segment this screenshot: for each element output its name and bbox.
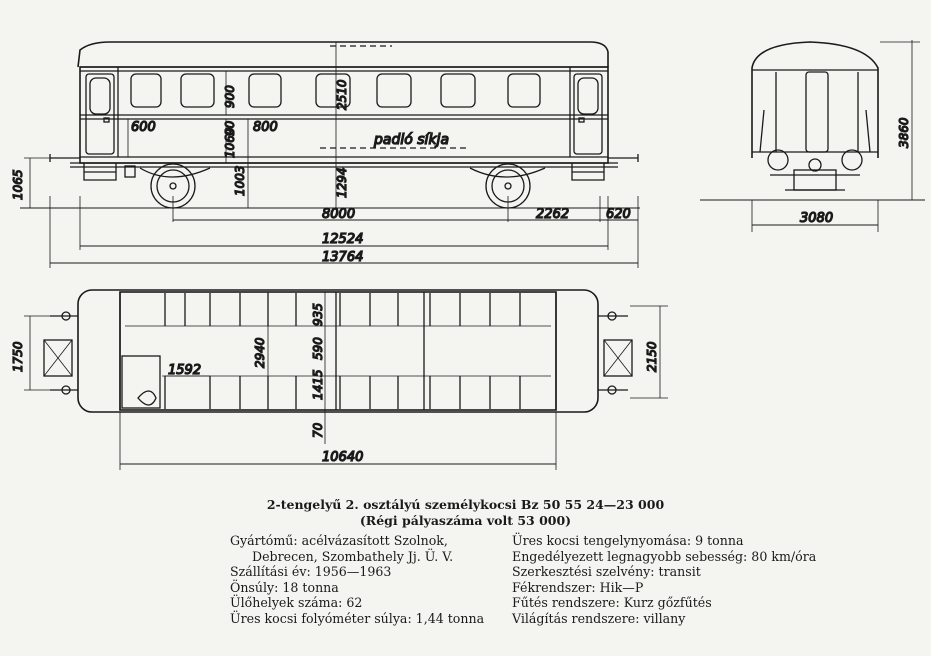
spec-row: Fékrendszer: Hik—P	[512, 579, 644, 595]
dim-window-height: 900	[223, 85, 237, 108]
side-view	[20, 41, 640, 268]
dim-floor-height: 1003	[233, 165, 247, 196]
dim-belt-height: 90	[223, 120, 237, 136]
dim-interior-width: 2940	[253, 337, 267, 368]
side-windows	[130, 73, 541, 108]
spec-row: Debrecen, Szombathely Jj. Ü. V.	[252, 548, 454, 564]
dim-wall-gap: 70	[311, 422, 325, 438]
dim-door-width: 600	[131, 120, 156, 135]
spec-row: Ülőhelyek száma: 62	[230, 595, 363, 611]
dim-body-length: 12524	[322, 232, 363, 247]
dim-end-width: 3080	[800, 211, 833, 226]
dim-floor-to-roof: 2510	[335, 79, 349, 110]
plan-view	[24, 289, 668, 470]
technical-drawing: 600 800 900 90 1060 1003 2510 1294 1065 …	[10, 40, 925, 470]
spec-row: Szállítási év: 1956—1963	[230, 564, 392, 580]
dim-buffer-length: 620	[606, 207, 631, 222]
dim-floor-to-window: 1060	[223, 127, 237, 158]
end-view	[700, 40, 925, 232]
dim-seat-pitch: 1592	[168, 363, 201, 378]
spec-row: Üres kocsi tengelynyomása: 9 tonna	[512, 533, 744, 548]
spec-row: Engedélyezett legnagyobb sebesség: 80 km…	[512, 548, 817, 564]
drawing-caption: 2-tengelyű 2. osztályú személykocsi Bz 5…	[0, 497, 931, 529]
dim-end-height: 3860	[897, 117, 911, 148]
dim-interior-length: 10640	[322, 450, 363, 465]
caption-title: 2-tengelyű 2. osztályú személykocsi Bz 5…	[266, 497, 665, 512]
side-wheelset-right	[469, 163, 546, 209]
specs-left-list: Gyártómű: acélvázasított Szolnok,Debrece…	[230, 533, 500, 627]
seats-lower	[164, 375, 551, 409]
dim-length-over-buffers: 13764	[322, 250, 363, 265]
dim-buffer-spacing: 1750	[11, 341, 25, 372]
spec-row: Világítás rendszere: villany	[512, 610, 686, 626]
side-wheelset-left	[139, 163, 211, 209]
dim-window-width: 800	[253, 120, 278, 135]
spec-row: Szerkesztési szelvény: transit	[512, 564, 701, 580]
dim-seat-bench-width: 1415	[311, 369, 325, 400]
spec-row: Gyártómű: acélvázasított Szolnok,	[230, 533, 448, 548]
spec-row: Üres kocsi folyóméter súlya: 1,44 tonna	[230, 610, 485, 626]
spec-row: Önsúly: 18 tonna	[230, 579, 339, 595]
dim-plan-width: 2150	[645, 341, 659, 372]
dim-buffer-height: 1065	[11, 169, 25, 200]
dim-seat-depth: 935	[311, 303, 325, 326]
floor-plane-label: padló síkja	[373, 132, 449, 148]
seats-upper	[125, 293, 551, 327]
dim-rail-to-floor: 1294	[335, 167, 349, 198]
spec-row: Fűtés rendszere: Kurz gőzfűtés	[512, 595, 712, 611]
dim-wheelbase: 8000	[322, 207, 355, 222]
caption-subtitle: (Régi pályaszáma volt 53 000)	[359, 513, 572, 528]
dim-aisle-width: 590	[311, 337, 325, 360]
dim-axle-to-end: 2262	[536, 207, 569, 222]
